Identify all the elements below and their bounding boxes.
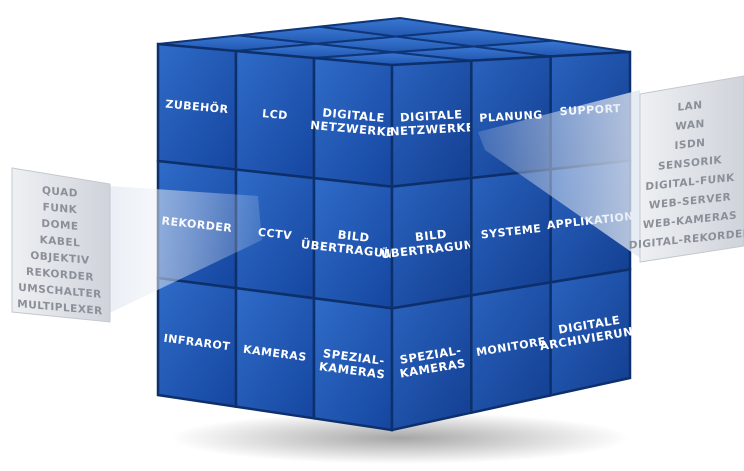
- panel-item: FUNK: [43, 201, 78, 216]
- panel-item: KABEL: [40, 234, 81, 250]
- cube-tile-label: NETZWERKE: [390, 120, 475, 139]
- cube-tile-label: LCD: [262, 107, 289, 122]
- cube-tile-label: CCTV: [257, 226, 292, 243]
- panel-item: DOME: [41, 218, 78, 233]
- panel-item: QUAD: [42, 185, 78, 200]
- cube-top-face: [157, 16, 631, 67]
- right-beam: [478, 90, 640, 258]
- right-callout: LANWANISDNSENSORIKDIGITAL-FUNKWEB-SERVER…: [478, 75, 744, 263]
- cube-tile-label: ZUBEHÖR: [165, 97, 229, 117]
- right-panel-card: [639, 75, 744, 263]
- panel-item: ISDN: [675, 137, 706, 152]
- cube-tile-label: BILD: [337, 227, 370, 244]
- cube-tile-label: BILD: [414, 227, 447, 244]
- panel-item: WAN: [675, 118, 704, 133]
- left-beam: [95, 185, 262, 320]
- panel-item: LAN: [677, 99, 702, 114]
- cube-tile-label: DIGITALE: [322, 105, 386, 125]
- left-callout: QUADFUNKDOMEKABELOBJEKTIVREKORDERUMSCHAL…: [11, 167, 262, 323]
- panel-item: REKORDER: [26, 266, 94, 284]
- cube-tile: [549, 267, 632, 397]
- panel-item: OBJEKTIV: [30, 250, 90, 267]
- left-panel-card: [11, 167, 111, 323]
- cube-shadow: [170, 412, 630, 464]
- cube-tile-label: DIGITALE: [400, 107, 463, 124]
